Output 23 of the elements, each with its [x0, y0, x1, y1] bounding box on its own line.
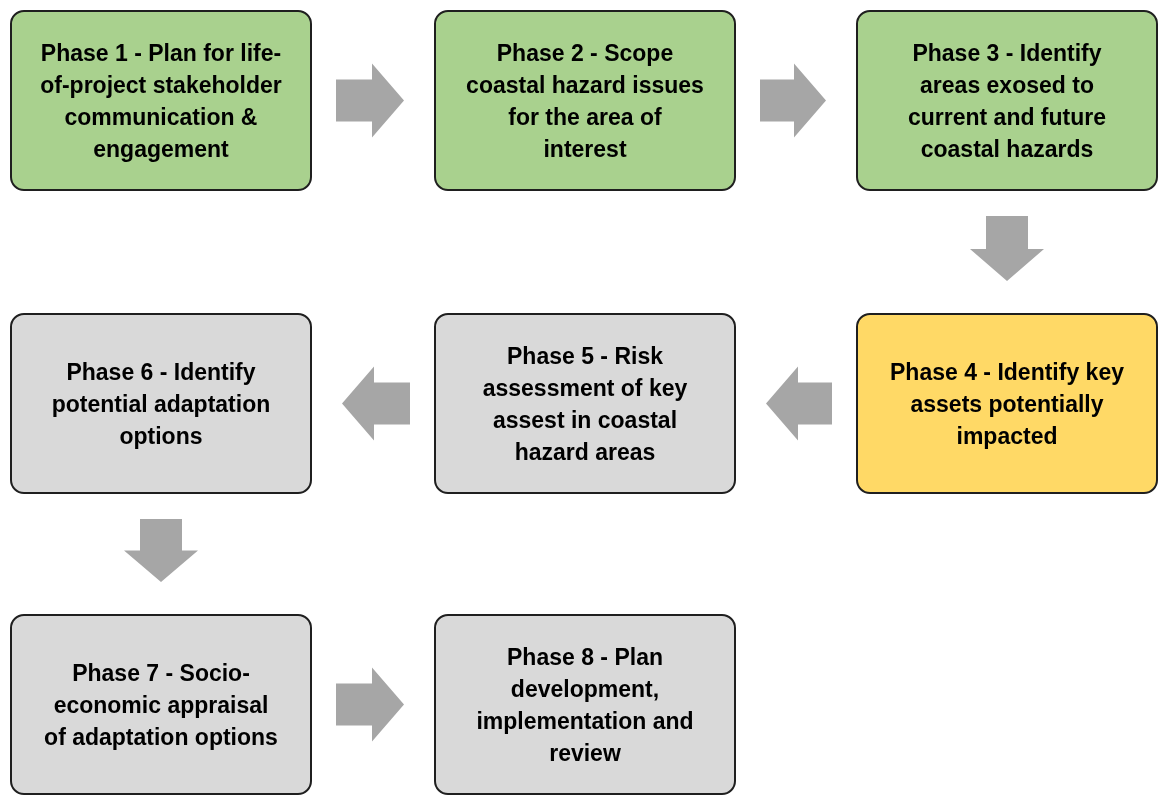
phase-box — [856, 10, 1158, 191]
block-arrow — [336, 63, 404, 138]
phase-box — [10, 614, 312, 795]
phase-text: Phase 5 - Risk assessment of key assest in coastal hazard areas — [481, 341, 689, 467]
phase-text: Phase 6 - Identify potential adaptation options — [50, 357, 272, 451]
block-arrow — [760, 63, 826, 138]
phase-box — [856, 313, 1158, 494]
phase-box — [434, 614, 736, 795]
phase-box — [10, 313, 312, 494]
block-arrow — [970, 216, 1044, 281]
block-arrow — [124, 519, 198, 582]
block-arrow — [336, 667, 404, 742]
phase-text: Phase 1 - Plan for life-of-project stakeholder communication & engagement — [40, 38, 282, 164]
phase-text: Phase 7 - Socio-economic appraisal of adaptation options — [43, 658, 279, 752]
phase-text: Phase 4 - Identify key assets potentially impacted — [889, 357, 1125, 451]
block-arrow — [342, 366, 410, 441]
phase-box — [434, 313, 736, 494]
phase-text: Phase 8 - Plan development, implementation and review — [475, 642, 695, 768]
phase-text: Phase 3 - Identify areas exosed to current and future coastal hazards — [906, 38, 1108, 164]
phase-text: Phase 2 - Scope coastal hazard issues for the area of interest — [465, 38, 705, 164]
block-arrow — [766, 366, 832, 441]
phase-box — [10, 10, 312, 191]
phase-box — [434, 10, 736, 191]
